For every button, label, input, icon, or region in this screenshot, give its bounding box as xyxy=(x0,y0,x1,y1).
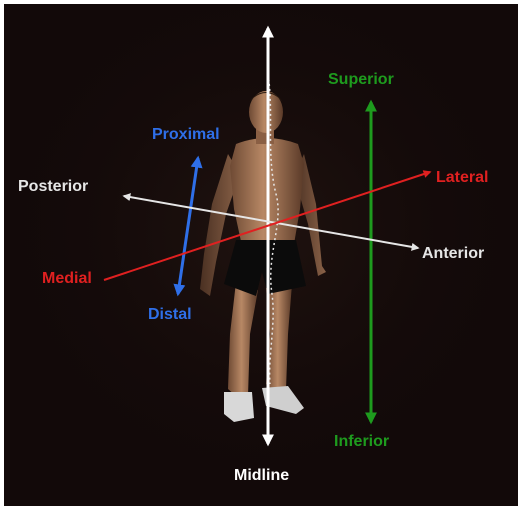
label-anterior: Anterior xyxy=(422,246,484,262)
label-distal: Distal xyxy=(148,307,192,323)
label-medial: Medial xyxy=(42,271,92,287)
label-superior: Superior xyxy=(328,72,394,88)
diagram-canvas: Superior Inferior Proximal Distal Poster… xyxy=(4,4,518,506)
label-midline: Midline xyxy=(234,468,289,484)
label-inferior: Inferior xyxy=(334,434,389,450)
label-proximal: Proximal xyxy=(152,127,220,143)
label-lateral: Lateral xyxy=(436,170,488,186)
label-posterior: Posterior xyxy=(18,179,88,195)
